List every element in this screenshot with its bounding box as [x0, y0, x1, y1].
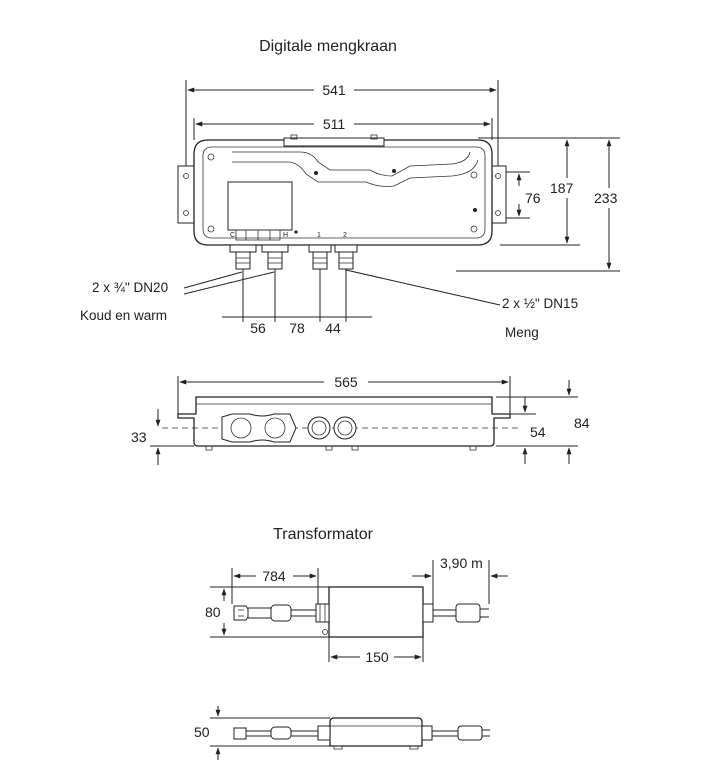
transformer-side-view: 50 — [194, 706, 490, 760]
mix-size: 2 x ½" DN15 — [502, 296, 578, 311]
mounting-bracket-left — [177, 165, 195, 224]
dim-height-mid: 187 — [550, 180, 574, 196]
cold-warm-size: 2 x ¾" DN20 — [92, 280, 168, 295]
plug-connector-left — [233, 605, 249, 621]
pipe-connections — [229, 244, 358, 270]
power-plug — [455, 603, 481, 623]
marker-h: H — [283, 232, 288, 239]
dim-connection-height: 33 — [131, 429, 147, 445]
dim-box-length: 150 — [365, 649, 389, 665]
front-feet — [205, 445, 477, 451]
mixer-title: Digitale mengkraan — [259, 38, 397, 55]
transformer-box — [328, 586, 424, 638]
marker-c: C — [230, 232, 235, 239]
dim-height-small: 76 — [525, 190, 541, 206]
dim-body-width: 511 — [323, 116, 346, 132]
dim-front-length: 565 — [334, 374, 358, 390]
dim-spacing-a: 56 — [250, 320, 266, 336]
dim-transformer-height: 50 — [194, 724, 210, 740]
valve-box — [227, 181, 293, 231]
dim-cable-length: 784 — [262, 568, 286, 584]
dim-spacing-c: 44 — [325, 320, 341, 336]
dim-front-body-height: 54 — [530, 424, 546, 440]
top-handle — [283, 137, 385, 147]
cold-warm-label: Koud en warm — [80, 308, 167, 323]
marker-1: 1 — [317, 232, 321, 239]
front-connections — [221, 413, 357, 443]
mixer-front-view: 565 33 54 84 — [131, 374, 590, 465]
dim-transformer-width: 80 — [205, 604, 221, 620]
dim-spacing-b: 78 — [289, 320, 305, 336]
inline-filter — [270, 604, 292, 622]
cable-gland-right — [422, 603, 434, 623]
transformer-side-box — [329, 717, 423, 747]
screw-holes — [207, 153, 478, 234]
mixer-top-view: C H 1 2 541 — [80, 80, 620, 340]
dim-front-total-height: 84 — [574, 415, 590, 431]
cable-gland-left — [315, 603, 330, 623]
dim-height-total: 233 — [594, 190, 618, 206]
dim-cord-length: 3,90 m — [440, 555, 483, 571]
internal-piping — [232, 151, 479, 187]
mix-label: Meng — [505, 325, 539, 340]
dim-total-width: 541 — [322, 82, 346, 98]
transformer-title: Transformator — [273, 526, 374, 543]
transformer-top-view: 784 80 3,90 m 150 — [205, 555, 508, 665]
marker-2: 2 — [343, 232, 347, 239]
